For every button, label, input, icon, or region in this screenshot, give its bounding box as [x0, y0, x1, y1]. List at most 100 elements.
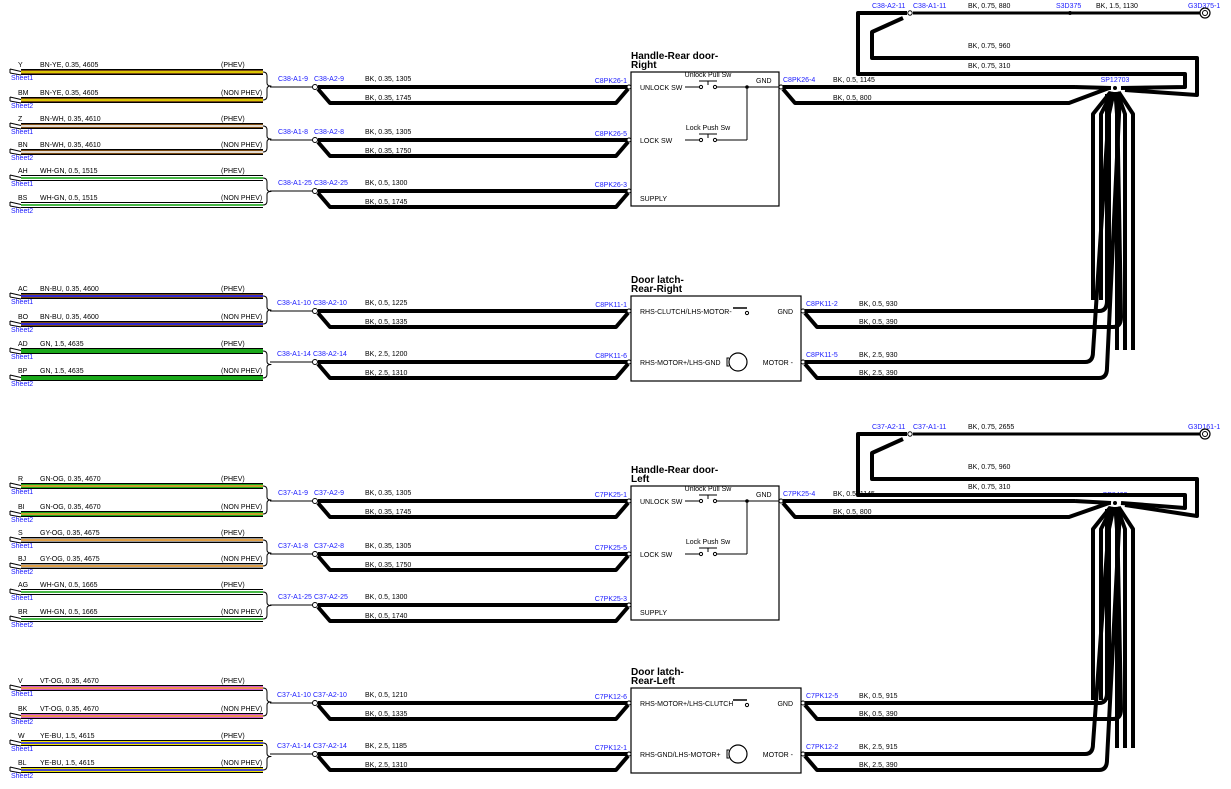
wire-variant: (PHEV) [221, 286, 245, 293]
connector-a1: C38-A1-9 [278, 76, 308, 83]
bk-wire-spec: BK, 0.5, 1210 [365, 692, 408, 699]
component-title: Rear-Right [631, 284, 683, 295]
bk-wire-loop [856, 432, 1187, 510]
pin-label: C7PK25-4 [783, 491, 815, 498]
wire-variant: (PHEV) [221, 62, 245, 69]
sheet-link: Sheet2 [11, 381, 33, 388]
component-box [630, 485, 780, 621]
harness-wire [9, 374, 263, 382]
wire-variant: (PHEV) [221, 678, 245, 685]
brace [262, 125, 272, 153]
connector-a2: C37-A2-10 [313, 692, 347, 699]
wire-code: R [18, 476, 23, 483]
switch-icon [712, 498, 718, 504]
bk-wire-return [803, 508, 1122, 772]
pin-function: GND [777, 309, 793, 316]
pin-icon [800, 308, 806, 314]
bk-wire [1098, 94, 1109, 313]
harness-arrow-icon [9, 148, 22, 156]
wire-spec: GY-OG, 0.35, 4675 [40, 530, 100, 537]
component-title: Right [631, 60, 657, 71]
connector-a1: C38-A1-14 [277, 351, 311, 358]
wire-stripe-color [21, 177, 263, 179]
pin-icon [778, 84, 784, 90]
motor-icon [726, 749, 729, 759]
bk-wire-spec: BK, 0.75, 960 [968, 464, 1011, 471]
harness-arrow-icon [9, 766, 22, 774]
connector-a2: C37-A2-14 [313, 743, 347, 750]
wire-spec: WH-GN, 0.5, 1665 [40, 609, 98, 616]
splice-label: SP12703 [1101, 77, 1130, 84]
connector-icon [312, 308, 318, 314]
bk-wire-return [781, 86, 1110, 105]
wire-code: BN [18, 142, 28, 149]
switch-icon [698, 84, 704, 90]
wire-spec: BN-YE, 0.35, 4605 [40, 62, 98, 69]
bk-wire-spec: BK, 0.75, 880 [968, 3, 1011, 10]
sheet-link: Sheet1 [11, 75, 33, 82]
wire-spec: WH-GN, 0.5, 1665 [40, 582, 98, 589]
sheet-link: Sheet1 [11, 691, 33, 698]
wire-stripe-color [21, 204, 263, 206]
connector-a2: C37-A2-8 [314, 543, 344, 550]
trunk-wire [1116, 505, 1135, 748]
pin-icon [800, 751, 806, 757]
pin-icon [626, 137, 632, 143]
harness-arrow-icon [9, 96, 22, 104]
component-box [630, 71, 780, 207]
pin-function: UNLOCK SW [640, 85, 683, 92]
pin-label: C8PK11-1 [595, 302, 627, 309]
trunk-wire [1113, 91, 1119, 350]
brace [262, 177, 272, 206]
pin-function: RHS-MOTOR+/LHS-GND [640, 360, 721, 367]
bk-wire-spec: BK, 2.5, 930 [859, 352, 898, 359]
bk-wire-spec: BK, 1.5, 1130 [1096, 3, 1138, 10]
pin-label: C7PK25-3 [595, 596, 627, 603]
sheet-link: Sheet1 [11, 543, 33, 550]
bk-wire-spec: BK, 0.5, 1300 [365, 594, 408, 601]
sheet-link: Sheet1 [11, 489, 33, 496]
harness-wire [9, 766, 263, 774]
wire-variant: (PHEV) [221, 341, 245, 348]
sheet-link: Sheet1 [11, 299, 33, 306]
wire-stripe-color [21, 99, 263, 101]
pin-icon [800, 700, 806, 706]
brace [262, 71, 272, 101]
wire-spec: VT-OG, 0.35, 4670 [40, 706, 99, 713]
wire-stripe-color [21, 513, 263, 515]
wire-code: BM [18, 90, 29, 97]
bk-wire-spec: BK, 0.5, 1740 [365, 613, 408, 620]
wire-variant: (NON PHEV) [221, 314, 262, 321]
wire-stripe-color [21, 565, 263, 567]
wire-spec: GY-OG, 0.35, 4675 [40, 556, 100, 563]
bk-wire [1074, 499, 1112, 505]
pin-label: C8PK26-3 [595, 182, 627, 189]
pin-label: C7PK25-1 [595, 492, 627, 499]
splice-icon [1113, 501, 1117, 505]
wire-code: AG [18, 582, 28, 589]
connector-a1: C38-A1-11 [913, 3, 946, 10]
sheet-link: Sheet2 [11, 208, 33, 215]
wire-stripe-color [21, 125, 263, 127]
wire-spec: BN-WH, 0.35, 4610 [40, 116, 101, 123]
switch-icon [744, 702, 750, 708]
pin-icon [626, 498, 632, 504]
connector-a2: C38-A2-10 [313, 300, 347, 307]
wire-stripe-color [21, 591, 263, 593]
bk-wire-spec: BK, 0.5, 1335 [365, 319, 408, 326]
harness-wire [9, 482, 263, 490]
harness-arrow-icon [9, 201, 22, 209]
wire-spec: GN-OG, 0.35, 4670 [40, 476, 101, 483]
harness-wire [9, 174, 263, 182]
bk-wire-spec: BK, 0.35, 1750 [365, 148, 411, 155]
component-box [630, 295, 802, 382]
brace [262, 539, 272, 567]
pin-function: UNLOCK SW [640, 499, 683, 506]
wire-spec: BN-BU, 0.35, 4600 [40, 286, 99, 293]
wire-stripe-color [21, 350, 263, 352]
sheet-link: Sheet1 [11, 595, 33, 602]
wire-code: AC [18, 286, 28, 293]
brace [262, 350, 272, 379]
wire-code: BK [18, 706, 28, 713]
bk-wire-spec: BK, 0.5, 1145 [833, 491, 875, 498]
